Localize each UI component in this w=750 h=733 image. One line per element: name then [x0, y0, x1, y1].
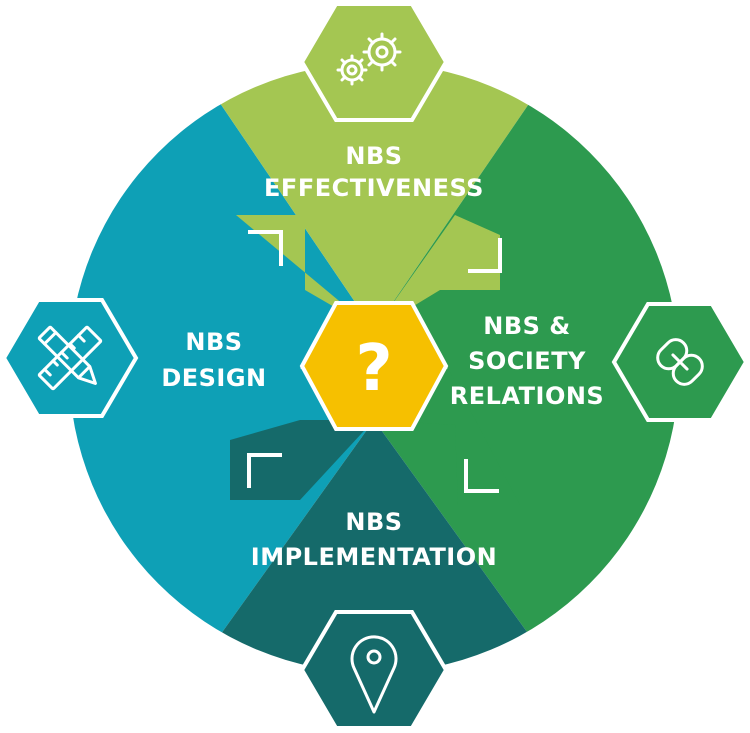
location-pin-icon [350, 635, 398, 714]
ruler-pencil-icon [37, 325, 103, 391]
label-society-line1: NBS & [483, 312, 570, 340]
label-effectiveness-line2: EFFECTIVENESS [264, 174, 484, 202]
arrow-mark-top-left [248, 230, 283, 266]
arrow-mark-top-right [468, 238, 502, 273]
badge-top [299, 1, 449, 122]
gears-icon [336, 32, 402, 86]
badge-bottom [299, 610, 449, 730]
chain-link-icon [656, 338, 704, 386]
label-implementation-line2: IMPLEMENTATION [251, 543, 497, 571]
center-hexagon [299, 301, 449, 431]
arrow-mark-bottom-left [247, 453, 282, 488]
arrow-mark-bottom-right [464, 459, 499, 493]
label-effectiveness-line1: NBS [345, 142, 402, 170]
label-design-line2: DESIGN [161, 364, 266, 392]
center-question-mark: ? [355, 332, 392, 406]
label-implementation-line1: NBS [345, 508, 402, 536]
badge-right [611, 302, 749, 422]
label-society-line2: SOCIETY [468, 347, 586, 375]
label-society-line3: RELATIONS [450, 382, 604, 410]
label-design-line1: NBS [185, 328, 242, 356]
badge-left [1, 298, 139, 418]
